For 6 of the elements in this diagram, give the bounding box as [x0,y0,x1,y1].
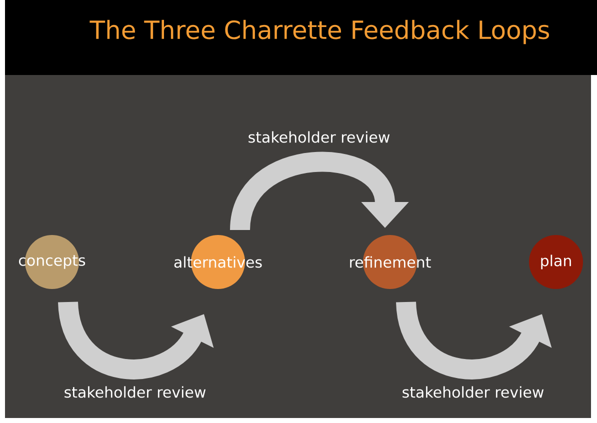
circle-node: plan [529,235,583,289]
edge-label: stakeholder review [248,131,390,143]
edge-label: stakeholder review [402,386,544,398]
title: The Three Charrette Feedback Loops [90,20,550,44]
curved-arrow [230,152,409,232]
edge-label: stakeholder review [64,386,206,398]
